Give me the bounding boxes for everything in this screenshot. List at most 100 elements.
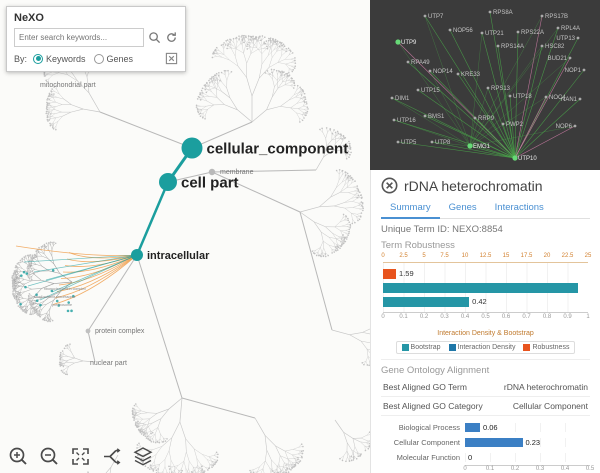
tab-interactions[interactable]: Interactions — [494, 202, 544, 213]
search-input[interactable] — [14, 28, 144, 47]
gene-label: RPL4A — [561, 26, 580, 32]
gene-label: RPS14A — [501, 44, 524, 50]
gene-node[interactable] — [395, 39, 401, 45]
robustness-section-title: Term Robustness — [381, 240, 455, 251]
clear-search-icon[interactable] — [165, 52, 178, 65]
gene-label: DIM1 — [395, 96, 410, 102]
tree-node[interactable] — [159, 173, 177, 191]
search-icon[interactable] — [148, 31, 161, 44]
close-icon[interactable] — [381, 177, 398, 194]
gene-node[interactable] — [473, 116, 477, 120]
legend-item-bootstrap: Bootstrap — [401, 344, 441, 351]
detail-tabs: Summary Genes Interactions — [381, 199, 590, 219]
go-alignment-row: Best Aligned GO Category Cellular Compon… — [381, 397, 590, 416]
tree-node-label: cell part — [181, 174, 239, 191]
tree-node[interactable] — [181, 137, 203, 159]
gene-label: UTP16 — [397, 118, 416, 124]
gene-label: UTP7 — [428, 14, 444, 20]
app-title: NeXO — [14, 12, 44, 24]
robustness-bar-bootstrap — [383, 282, 588, 293]
tree-cluster-label: preribosome — [52, 303, 72, 307]
gene-label: HSC82 — [545, 44, 565, 50]
gene-node[interactable] — [390, 96, 394, 100]
gene-node[interactable] — [392, 118, 396, 122]
gene-node[interactable] — [576, 36, 580, 40]
gene-label: UTP10 — [518, 156, 537, 162]
gene-node[interactable] — [430, 140, 434, 144]
gene-label: KRE33 — [461, 72, 481, 78]
gene-node[interactable] — [582, 68, 586, 72]
gene-node[interactable] — [573, 124, 577, 128]
gene-node[interactable] — [516, 30, 520, 34]
gene-node[interactable] — [416, 88, 420, 92]
tab-summary[interactable]: Summary — [381, 199, 440, 219]
gene-label: NOP1 — [565, 68, 582, 74]
tree-branch-label: mitochondrial part — [40, 82, 96, 89]
gene-node[interactable] — [486, 86, 490, 90]
unique-term-id: Unique Term ID: NEXO:8854 — [381, 224, 503, 235]
gene-node[interactable] — [456, 72, 460, 76]
gene-node[interactable] — [423, 114, 427, 118]
term-title: rDNA heterochromatin — [404, 177, 543, 194]
gene-node[interactable] — [556, 26, 560, 30]
gene-label: NOC4 — [549, 95, 566, 101]
radio-genes[interactable]: Genes — [93, 53, 133, 64]
gene-label: RPS22A — [521, 30, 544, 36]
go-alignment-title: Gene Ontology Alignment — [381, 365, 490, 376]
reset-search-icon[interactable] — [165, 31, 178, 44]
gene-node[interactable] — [508, 94, 512, 98]
tree-cluster-label: ribonucleoprotein complex — [44, 287, 86, 291]
gene-label: UTP21 — [485, 31, 504, 37]
zoom-in-icon[interactable] — [8, 446, 29, 467]
gene-node[interactable] — [496, 44, 500, 48]
tab-genes[interactable]: Genes — [448, 202, 477, 213]
layers-icon[interactable] — [132, 446, 154, 467]
gene-label: RPA49 — [411, 60, 430, 66]
gene-node[interactable] — [448, 28, 452, 32]
gene-label: RRP9 — [478, 116, 495, 122]
gene-node[interactable] — [540, 14, 544, 18]
legend-item-robustness: Robustness — [523, 344, 569, 351]
gene-label: UTP9 — [401, 40, 417, 46]
gene-node[interactable] — [568, 56, 572, 60]
gene-node[interactable] — [488, 10, 492, 14]
map-controls — [8, 446, 154, 467]
gene-node[interactable] — [501, 122, 505, 126]
gene-node[interactable] — [467, 143, 473, 149]
fit-to-screen-icon[interactable] — [70, 446, 91, 467]
gene-node[interactable] — [406, 60, 410, 64]
gene-node[interactable] — [540, 44, 544, 48]
gene-label: RPS13 — [491, 86, 511, 92]
gene-node[interactable] — [396, 140, 400, 144]
gene-label: BUD21 — [548, 56, 568, 62]
gene-node[interactable] — [578, 97, 582, 101]
bottom-axis-caption: Interaction Density & Bootstrap — [437, 330, 534, 337]
gene-node[interactable] — [428, 69, 432, 73]
go-alignment-row: Best Aligned GO Term rDNA heterochromati… — [381, 378, 590, 397]
radio-dot[interactable] — [33, 53, 44, 64]
radio-keywords[interactable]: Keywords — [33, 53, 86, 64]
gene-node[interactable] — [423, 14, 427, 18]
tree-cluster-label: small subunit processome — [34, 295, 76, 299]
zoom-out-icon[interactable] — [39, 446, 60, 467]
gene-label: UTP5 — [401, 140, 417, 146]
branch-layout-icon[interactable] — [101, 446, 122, 467]
gene-node[interactable] — [512, 155, 518, 161]
gene-node[interactable] — [480, 31, 484, 35]
radio-dot[interactable] — [93, 53, 104, 64]
gene-label: PWP2 — [506, 122, 524, 128]
tree-node[interactable] — [131, 249, 143, 261]
gene-label: RPS8A — [493, 10, 513, 16]
gene-node[interactable] — [544, 95, 548, 99]
tree-node-label: cellular_component — [207, 140, 349, 157]
